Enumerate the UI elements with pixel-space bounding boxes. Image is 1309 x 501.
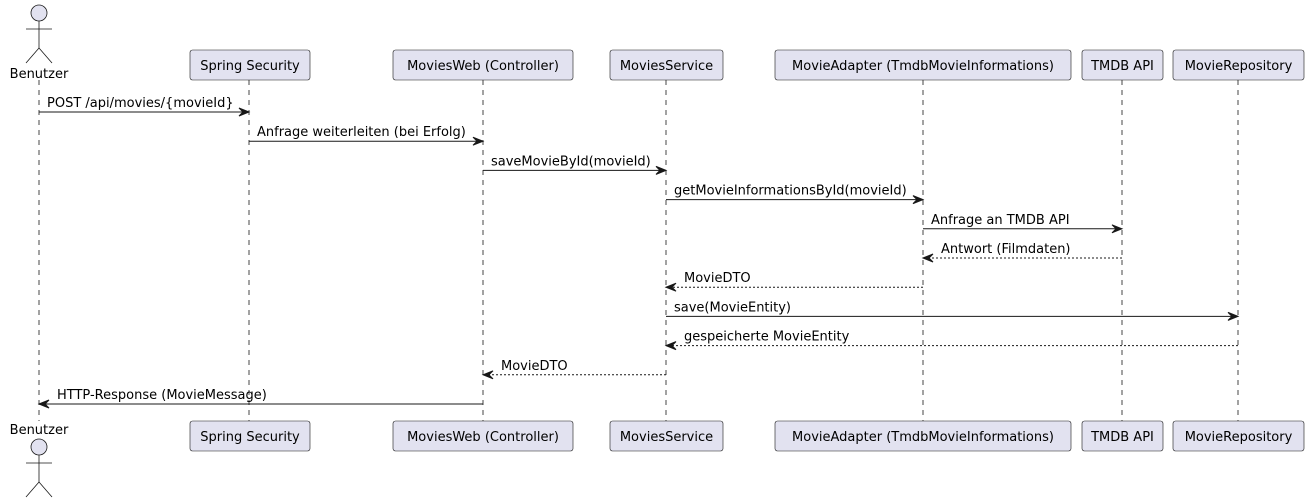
participant-box-top-spring-security <box>189 49 311 81</box>
participant-label-top-tmdb-api: TMDB API <box>1090 59 1154 74</box>
message-11: HTTP-Response (MovieMessage) <box>37 388 483 409</box>
message-3: saveMovieById(movieId) <box>483 154 668 175</box>
participant-label-top-spring-security: Spring Security <box>200 59 300 74</box>
message-label: gespeicherte MovieEntity <box>684 330 850 345</box>
participant-label-bottom-moviesservice: MoviesService <box>620 430 713 445</box>
participant-label-top-moviesservice: MoviesService <box>620 59 713 74</box>
message-arrowhead <box>1227 311 1240 321</box>
message-label: Anfrage weiterleiten (bei Erfolg) <box>257 125 466 140</box>
participant-label-top-movieadapter: MovieAdapter (TmdbMovieInformations) <box>792 59 1054 74</box>
message-arrowhead <box>37 399 50 409</box>
message-label: getMovieInformationsById(movieId) <box>674 184 907 199</box>
actor-label-bottom: Benutzer <box>10 423 69 438</box>
message-label: MovieDTO <box>684 271 751 286</box>
message-arrowhead <box>472 136 485 146</box>
message-7: MovieDTO <box>664 271 923 292</box>
message-label: Antwort (Filmdaten) <box>941 242 1071 257</box>
lifelines <box>38 80 1239 421</box>
messages: POST /api/movies/{movieId} Anfrage weiter… <box>37 96 1240 409</box>
message-label: saveMovieById(movieId) <box>491 154 651 169</box>
message-2: Anfrage weiterleiten (bei Erfolg) <box>249 125 485 146</box>
message-1: POST /api/movies/{movieId} <box>39 96 251 117</box>
participant-box-bottom-spring-security <box>189 420 311 452</box>
message-label: MovieDTO <box>501 359 568 374</box>
message-label: save(MovieEntity) <box>674 300 791 315</box>
participant-box-bottom-movierepository <box>1172 420 1305 452</box>
actor-label-top: Benutzer <box>10 67 69 82</box>
participant-label-top-movierepository: MovieRepository <box>1185 59 1293 74</box>
message-arrowhead <box>664 282 677 292</box>
participant-box-bottom-tmdb-api <box>1081 420 1164 452</box>
participant-label-bottom-movierepository: MovieRepository <box>1185 430 1293 445</box>
participant-box-top-moviesweb <box>392 49 574 81</box>
message-4: getMovieInformationsById(movieId) <box>666 184 925 205</box>
message-10: MovieDTO <box>481 359 666 380</box>
participant-label-bottom-moviesweb: MoviesWeb (Controller) <box>407 430 559 445</box>
actor-top-benutzer-icon <box>25 4 53 64</box>
participant-box-top-movieadapter <box>774 49 1072 81</box>
participant-box-bottom-movieadapter <box>774 420 1072 452</box>
message-label: POST /api/movies/{movieId} <box>47 96 234 111</box>
participant-label-bottom-movieadapter: MovieAdapter (TmdbMovieInformations) <box>792 430 1054 445</box>
message-6: Antwort (Filmdaten) <box>921 242 1122 263</box>
participant-label-bottom-tmdb-api: TMDB API <box>1090 430 1154 445</box>
message-arrowhead <box>664 341 677 351</box>
message-8: save(MovieEntity) <box>666 300 1240 321</box>
message-9: gespeicherte MovieEntity <box>664 330 1238 351</box>
message-5: Anfrage an TMDB API <box>923 213 1124 234</box>
message-arrowhead <box>921 253 934 263</box>
participant-box-top-moviesservice <box>609 49 724 81</box>
participant-box-bottom-moviesweb <box>392 420 574 452</box>
message-arrowhead <box>1111 224 1124 234</box>
message-label: HTTP-Response (MovieMessage) <box>57 388 267 403</box>
participant-label-top-moviesweb: MoviesWeb (Controller) <box>407 59 559 74</box>
message-label: Anfrage an TMDB API <box>931 213 1070 228</box>
message-arrowhead <box>912 195 925 205</box>
participant-box-top-tmdb-api <box>1081 49 1164 81</box>
message-arrowhead <box>238 107 251 117</box>
participant-box-top-movierepository <box>1172 49 1305 81</box>
message-arrowhead <box>655 165 668 175</box>
participant-label-bottom-spring-security: Spring Security <box>200 430 300 445</box>
actor-bottom-benutzer-icon <box>25 438 53 498</box>
participant-box-bottom-moviesservice <box>609 420 724 452</box>
message-arrowhead <box>481 370 494 380</box>
